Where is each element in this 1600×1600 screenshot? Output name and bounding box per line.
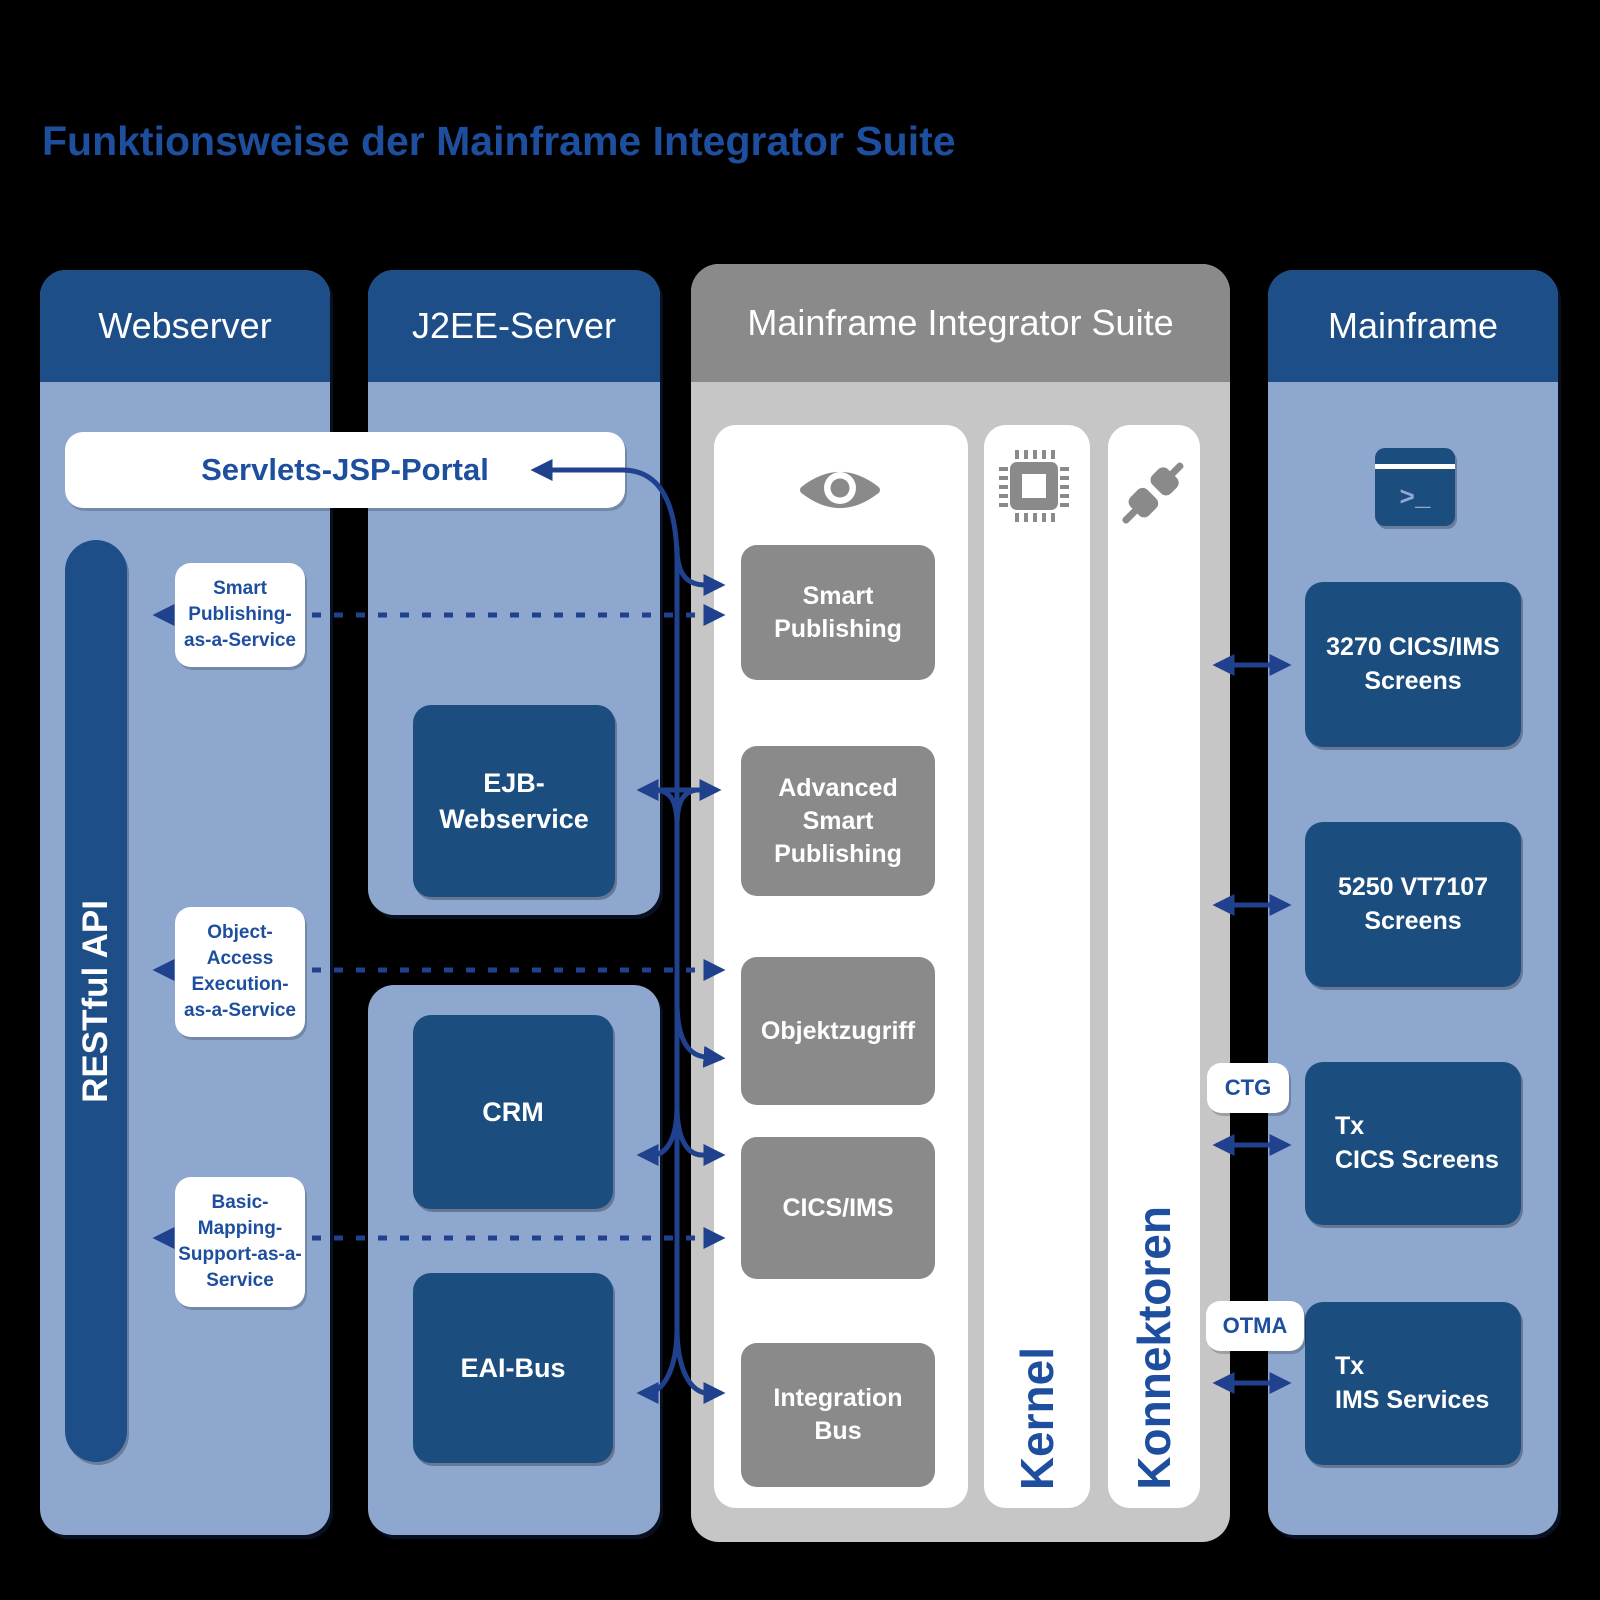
konnektoren-label: Konnektoren [1128,1206,1180,1490]
pill-line: Support-as-a- [178,1244,302,1265]
konnektoren-label-wrap: Konnektoren [1108,425,1200,1508]
mainframe-box-tx-cics: Tx CICS Screens [1305,1062,1521,1225]
mainframe-box-line: 5250 VT7107 [1337,872,1489,901]
pill-line: Execution- [191,974,289,995]
module-line: Bus [814,1417,862,1445]
terminal-icon-titlebar [1375,464,1455,469]
pill-line: as-a-Service [184,630,296,651]
restful-api-label: RESTful API [76,899,115,1103]
module-smart-publishing: Smart Publishing [741,545,935,680]
module-line: CICS/IMS [782,1193,894,1222]
mainframe-box-5250: 5250 VT7107 Screens [1305,822,1521,987]
servlets-jsp-portal-label: Servlets-JSP-Portal [201,452,489,487]
pill-line: Smart [213,578,267,599]
page-title: Funktionsweise der Mainframe Integrator … [42,118,956,164]
otma-label: OTMA [1222,1313,1288,1338]
otma-pill: OTMA [1206,1301,1304,1351]
mainframe-box-line: IMS Services [1335,1385,1490,1414]
eai-bus-box: EAI-Bus [413,1273,613,1463]
ctg-label: CTG [1224,1075,1272,1100]
column-webserver-title: Webserver [98,305,272,346]
kernel-label: Kernel [1011,1346,1063,1490]
mainframe-box-line: CICS Screens [1335,1145,1499,1174]
pill-line: Basic- [211,1192,269,1213]
arrow-merge-left [655,787,680,829]
terminal-icon: >_ [1375,448,1455,526]
column-j2ee-title: J2EE-Server [411,305,617,346]
column-mis-title: Mainframe Integrator Suite [747,302,1174,343]
ejb-line: Webservice [439,804,589,834]
mainframe-box-3270: 3270 CICS/IMS Screens [1305,582,1521,747]
module-line: Publishing [774,614,902,643]
column-mainframe-title: Mainframe [1327,305,1499,346]
mainframe-box-line: Tx [1335,1111,1365,1140]
mainframe-box-tx-ims: Tx IMS Services [1305,1302,1521,1465]
mainframe-box-line: 3270 CICS/IMS [1326,632,1500,661]
mainframe-box-line: Tx [1335,1351,1365,1380]
module-line: Publishing [774,839,902,868]
service-pill-smart-publishing: Smart Publishing- as-a-Service [175,563,305,667]
module-line: Advanced [778,773,898,802]
module-line: Integration [773,1384,903,1412]
module-objektzugriff: Objektzugriff [741,957,935,1105]
service-pill-basic-mapping: Basic- Mapping- Support-as-a- Service [175,1177,305,1307]
kernel-label-wrap: Kernel [984,425,1090,1508]
module-cics-ims: CICS/IMS [741,1137,935,1279]
column-j2ee-header: J2EE-Server [368,270,660,382]
ctg-pill: CTG [1207,1063,1289,1113]
mainframe-box-line: Screens [1364,906,1462,935]
ejb-webservice-box: EJB- Webservice [413,705,615,897]
column-mainframe-header: Mainframe [1268,270,1558,382]
pill-line: as-a-Service [184,1000,296,1021]
module-integration-bus: Integration Bus [741,1343,935,1487]
column-mis-header: Mainframe Integrator Suite [691,264,1230,382]
eai-bus-label: EAI-Bus [460,1352,566,1383]
servlets-jsp-portal-box: Servlets-JSP-Portal [65,432,625,508]
module-line: Smart [802,581,874,610]
pill-line: Object- [207,922,273,943]
ejb-line: EJB- [483,767,545,798]
pill-line: Mapping- [197,1218,283,1239]
column-webserver-header: Webserver [40,270,330,382]
pill-line: Publishing- [188,604,292,625]
mis-kernel-panel [984,425,1090,1508]
service-pill-object-access: Object- Access Execution- as-a-Service [175,907,305,1037]
pill-line: Service [206,1270,274,1291]
mainframe-box-line: Screens [1364,666,1462,695]
module-line: Objektzugriff [760,1016,916,1045]
terminal-icon-prompt: >_ [1399,482,1431,513]
crm-box: CRM [413,1015,613,1209]
module-line: Smart [802,806,874,835]
crm-label: CRM [482,1096,544,1127]
mis-konnektoren-panel [1108,425,1200,1508]
module-advanced-smart-publishing: Advanced Smart Publishing [741,746,935,896]
pill-line: Access [206,948,274,969]
restful-api-bar: RESTful API [65,540,127,1462]
